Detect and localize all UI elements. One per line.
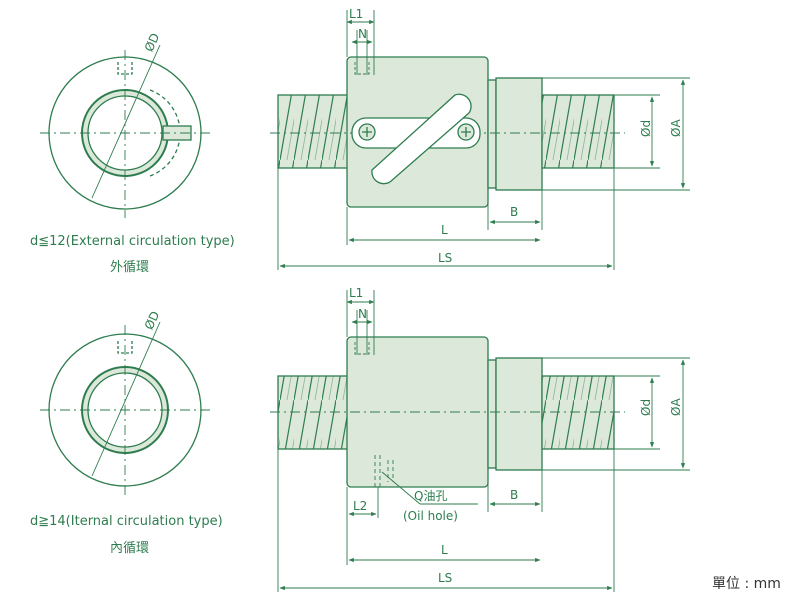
oil-hole-label-zh: Q油孔 [414, 489, 447, 503]
l1-label-top: L1 [349, 7, 363, 21]
dim-diameters-bottom [542, 357, 690, 471]
ls-label-bottom: LS [438, 571, 452, 585]
external-circulation-view: ØD L1 N [40, 7, 690, 270]
flange-bottom [487, 359, 497, 469]
dim-length-top [277, 168, 615, 270]
n-label-top: N [358, 27, 367, 41]
end-view-top [40, 44, 212, 218]
od-label-bottom: ØD [142, 309, 163, 332]
oa-label-bottom: ØA [669, 398, 683, 416]
l-label-top: L [441, 223, 448, 237]
screw-shaft-right-top [541, 94, 615, 169]
return-tube [351, 93, 481, 185]
end-view-bottom [40, 321, 212, 495]
dim-length-bottom [277, 449, 615, 592]
flange-top [487, 79, 497, 189]
dim-l1-n-bottom [346, 290, 375, 355]
external-caption-en: d≦12(External circulation type) [30, 234, 235, 249]
dim-l1-n-top [346, 10, 375, 75]
screw-shaft-left-top [277, 94, 349, 169]
b-label-bottom: B [510, 488, 518, 502]
ls-label-top: LS [438, 251, 452, 265]
n-label-bottom: N [358, 307, 367, 321]
screw-shaft-right-bottom [541, 375, 615, 450]
b-label-top: B [510, 205, 518, 219]
l2-label: L2 [353, 499, 367, 513]
external-caption-zh: 外循環 [110, 260, 149, 275]
flange-cap-bottom [495, 357, 543, 471]
dim-diameters-top [542, 77, 690, 191]
l-label-bottom: L [441, 543, 448, 557]
oil-hole-label-en: (Oil hole) [403, 509, 458, 523]
oa-label-top: ØA [669, 119, 683, 137]
screw-shaft-left-bottom [277, 375, 349, 450]
flange-cap-top [495, 77, 543, 191]
oil-hole [374, 455, 394, 487]
unit-label: 單位 : mm [712, 576, 781, 592]
internal-circulation-view: ØD L1 N [40, 286, 690, 592]
od-small-label-bottom: Ød [639, 399, 653, 416]
internal-caption-en: d≧14(Iternal circulation type) [30, 514, 223, 529]
od-small-label-top: Ød [639, 120, 653, 137]
l1-label-bottom: L1 [349, 286, 363, 300]
od-label-top: ØD [142, 31, 163, 54]
internal-caption-zh: 內循環 [110, 541, 149, 556]
